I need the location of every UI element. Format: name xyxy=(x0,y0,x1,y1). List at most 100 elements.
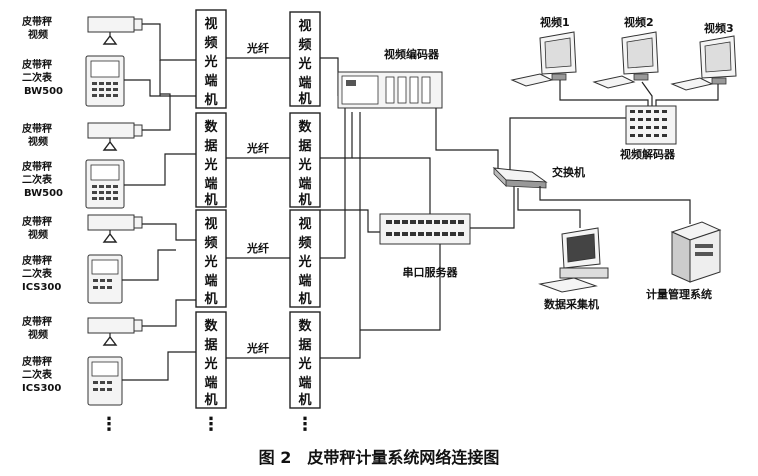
svg-text:视: 视 xyxy=(298,18,311,34)
meter2-label-line3: BW500 xyxy=(24,188,63,199)
meter4-label-line1: 皮带秤 xyxy=(21,355,52,368)
svg-text:频: 频 xyxy=(298,235,311,251)
svg-text:机: 机 xyxy=(204,291,217,307)
weighing-meter-icon xyxy=(85,159,125,209)
data-pc-label: 数据采集机 xyxy=(544,297,599,311)
svg-text:数: 数 xyxy=(204,119,218,135)
switch-to-decoder-link xyxy=(509,117,630,170)
device-label-meter3: 皮带秤 二次表 ICS300 xyxy=(21,254,61,293)
svg-text:据: 据 xyxy=(298,138,311,154)
right-transceiver-4: 数 据 光 端 机 xyxy=(289,311,321,409)
serial-server-label: 串口服务器 xyxy=(403,265,459,279)
cam3-label-line1: 皮带秤 xyxy=(21,215,52,228)
svg-text:机: 机 xyxy=(204,92,217,108)
switch-label: 交换机 xyxy=(552,165,585,179)
svg-text:视: 视 xyxy=(204,216,217,232)
middle-continuation-left: ⋮ xyxy=(202,414,220,435)
svg-text:端: 端 xyxy=(204,73,217,89)
fiber-label: 光纤 xyxy=(246,341,269,355)
meter4-label-line2: 二次表 xyxy=(22,368,53,381)
svg-text:据: 据 xyxy=(204,138,217,154)
meter1-label-line1: 皮带秤 xyxy=(21,58,52,71)
right-transceiver-3: 视 频 光 端 机 xyxy=(289,209,321,308)
device-label-cam3: 皮带秤 视频 xyxy=(21,215,52,241)
svg-text:视: 视 xyxy=(298,216,311,232)
svg-text:数: 数 xyxy=(298,119,312,135)
monitor-1: 视频1 xyxy=(510,15,577,87)
svg-text:端: 端 xyxy=(298,75,311,91)
svg-text:光: 光 xyxy=(203,54,217,70)
backbone-wiring xyxy=(320,57,441,359)
cam4-label-line2: 视频 xyxy=(28,328,48,341)
meter3-label-line3: ICS300 xyxy=(22,282,61,293)
svg-text:频: 频 xyxy=(298,37,311,53)
weighing-meter-icon xyxy=(87,254,123,304)
device-label-cam4: 皮带秤 视频 xyxy=(21,315,52,341)
cam1-label-line1: 皮带秤 xyxy=(21,15,52,28)
monitor-2: 视频2 xyxy=(592,15,659,89)
left-transceiver-3: 视 频 光 端 机 xyxy=(195,209,227,308)
svg-text:机: 机 xyxy=(298,291,311,307)
weighing-meter-icon xyxy=(85,55,125,107)
svg-text:光: 光 xyxy=(203,157,217,173)
video-encoder-label: 视频编码器 xyxy=(384,47,440,61)
svg-text:端: 端 xyxy=(298,273,311,289)
svg-text:光: 光 xyxy=(203,356,217,372)
svg-text:光: 光 xyxy=(297,157,311,173)
switch-to-datapc-link xyxy=(517,188,581,228)
svg-text:光: 光 xyxy=(297,56,311,72)
device-label-meter2: 皮带秤 二次表 BW500 xyxy=(21,160,63,199)
cam3-label-line2: 视频 xyxy=(28,228,48,241)
figure-caption: 图 2 皮带秤计量系统网络连接图 xyxy=(259,448,500,467)
monitor-2-label: 视频2 xyxy=(624,15,654,29)
monitor-wiring xyxy=(559,80,719,108)
svg-text:光: 光 xyxy=(203,254,217,270)
fiber-label: 光纤 xyxy=(246,241,269,255)
left-transceiver-4: 数 据 光 端 机 xyxy=(195,311,227,409)
right-transceiver-1: 视 频 光 端 机 xyxy=(289,11,321,107)
weighing-meter-icon xyxy=(87,356,123,406)
device-label-cam2: 皮带秤 视频 xyxy=(21,122,52,148)
svg-text:端: 端 xyxy=(204,273,217,289)
cam1-label-line2: 视频 xyxy=(28,28,48,41)
meter1-label-line2: 二次表 xyxy=(22,71,53,84)
svg-text:端: 端 xyxy=(204,176,217,192)
meter4-label-line3: ICS300 xyxy=(22,383,61,394)
camera-icon xyxy=(87,214,143,243)
cam4-label-line1: 皮带秤 xyxy=(21,315,52,328)
meter2-label-line1: 皮带秤 xyxy=(21,160,52,173)
fiber-label: 光纤 xyxy=(246,141,269,155)
serial-server: 串口服务器 xyxy=(379,213,471,279)
left-transceiver-1: 视 频 光 端 机 xyxy=(195,9,227,109)
right-transceiver-2: 数 据 光 端 机 xyxy=(289,112,321,208)
device-label-meter1: 皮带秤 二次表 BW500 xyxy=(21,58,63,97)
svg-text:机: 机 xyxy=(204,392,217,408)
data-collection-pc: 数据采集机 xyxy=(538,227,609,311)
meter3-label-line2: 二次表 xyxy=(22,267,53,280)
fiber-link-1: 光纤 xyxy=(226,41,290,59)
meter1-label-line3: BW500 xyxy=(24,86,63,97)
svg-text:视: 视 xyxy=(204,16,217,32)
svg-text:数: 数 xyxy=(204,318,218,334)
video-encoder: 视频编码器 xyxy=(337,47,443,109)
camera-icon xyxy=(87,317,143,346)
svg-text:据: 据 xyxy=(204,337,217,353)
device-wiring xyxy=(122,23,196,381)
meter2-label-line2: 二次表 xyxy=(22,173,53,186)
camera-icon xyxy=(87,16,143,45)
cam2-label-line1: 皮带秤 xyxy=(21,122,52,135)
svg-text:频: 频 xyxy=(204,35,217,51)
monitor-1-label: 视频1 xyxy=(540,15,570,29)
management-server: 计量管理系统 xyxy=(646,221,722,301)
video-decoder: 视频解码器 xyxy=(620,105,677,161)
encoder-to-switch-link xyxy=(435,108,499,168)
svg-text:端: 端 xyxy=(298,375,311,391)
fiber-link-3: 光纤 xyxy=(226,241,290,259)
fiber-link-4: 光纤 xyxy=(226,341,290,359)
left-continuation: ⋮ xyxy=(100,414,118,435)
monitor-3: 视频3 xyxy=(670,21,737,91)
device-label-meter4: 皮带秤 二次表 ICS300 xyxy=(21,355,61,394)
svg-text:机: 机 xyxy=(204,192,217,208)
svg-text:机: 机 xyxy=(298,91,311,107)
